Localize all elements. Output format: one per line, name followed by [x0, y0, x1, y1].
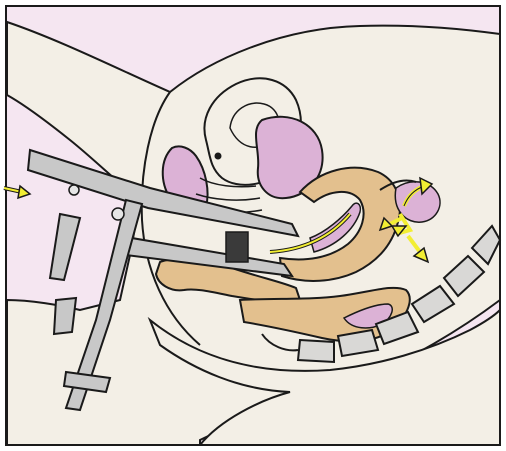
- pelvic-cavity-line: [140, 91, 201, 346]
- fallopian-tube: [379, 179, 417, 191]
- bladder: [254, 115, 324, 200]
- spine: [296, 224, 502, 364]
- arrow-right-icon: [3, 184, 32, 200]
- speculum-upper-blade: [26, 148, 300, 238]
- speculum-handle: [64, 198, 144, 412]
- speculum-hinge: [111, 207, 125, 221]
- speculum-arm: [48, 212, 82, 282]
- thigh-contour: [147, 307, 501, 446]
- speculum: [26, 148, 300, 412]
- vertebra: [336, 328, 380, 358]
- vertebra: [442, 254, 486, 298]
- cervical-clamp: [225, 231, 249, 263]
- speculum-ratchet: [52, 296, 78, 336]
- coccyx: [261, 333, 299, 352]
- uterus: [278, 166, 401, 282]
- double-arrow-icon: [378, 176, 434, 264]
- vertebra: [296, 338, 335, 364]
- vertebra: [470, 224, 502, 266]
- vertebra: [410, 284, 456, 324]
- uterine-sound-highlight: [269, 213, 351, 253]
- vertebra: [374, 310, 420, 346]
- speculum-foot: [62, 370, 112, 394]
- clitoris-dot: [214, 152, 222, 160]
- speculum-screw: [68, 184, 80, 196]
